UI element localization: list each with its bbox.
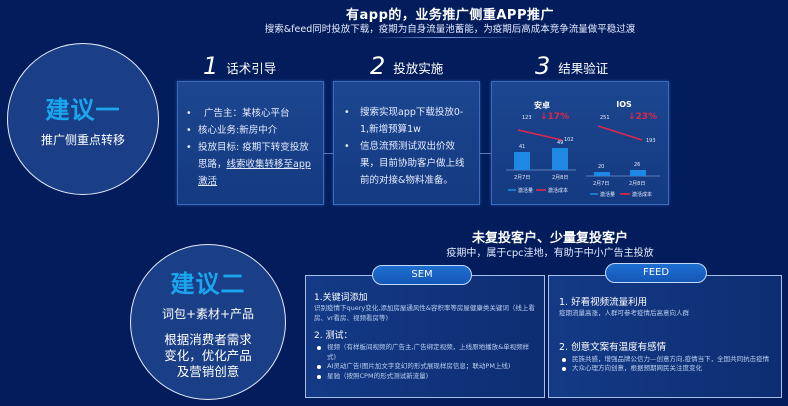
ios-chart-title: IOS bbox=[616, 100, 632, 109]
step-3-number: 3 bbox=[535, 52, 551, 80]
android-date2: 2月8日 bbox=[552, 175, 569, 181]
sem-test-bullet: 视频（有样板间视频的广告主,广告绑定视频，上线原地播放&单视频样式) bbox=[314, 343, 536, 362]
step-1-heading: 1 话术引导 bbox=[203, 52, 277, 80]
sem-test-bullet: AI灵动广告(图片加文字变幻的形式展现样房信息；联动PM上线) bbox=[314, 362, 536, 372]
sem-test-bullet: 星驰（按照CPM的形式测试新流量) bbox=[314, 372, 536, 382]
step-1-bullet: 核心业务:新房中介 bbox=[184, 122, 317, 139]
feed-item-2-title: 2. 创意文案有温度有感情 bbox=[559, 341, 667, 353]
title-divider bbox=[370, 37, 520, 38]
step-2-bullet: 搜索实现app下载投放0-1,新增预算1w bbox=[342, 104, 471, 138]
step-2-label: 投放实施 bbox=[393, 61, 444, 76]
sem-item-1-desc: 识别疫情下query变化,添加房屋通风性&容积率等房屋健康类关键词（线上看房、v… bbox=[314, 304, 535, 322]
step-2-heading: 2 投放实施 bbox=[370, 52, 444, 80]
ios-date2: 2月8日 bbox=[629, 181, 646, 187]
step-2-bullet: 信息流预测试双出价效果，目前协助客户做上线前的对接&物料准备。 bbox=[342, 138, 471, 189]
step-3-label: 结果验证 bbox=[558, 61, 609, 76]
step-1-bullet: 投放目标: 疫期下转变投放思路，线索收集转移至app激活 bbox=[184, 139, 317, 190]
android-cost-drop: ↓17% bbox=[540, 112, 570, 122]
android-cost-end: 102 bbox=[564, 137, 574, 143]
android-chart: 安卓 123 ↓17% 102 41 49 2月7日 2月8日 激活量 激活成本 bbox=[500, 96, 580, 204]
android-bar2-value: 49 bbox=[557, 140, 564, 146]
step-1-label: 话术引导 bbox=[226, 61, 277, 76]
feed-creative-bullet: 民族共感，增强品牌公信力—创意方向,疫情当下，全国共同抗击疫情 bbox=[559, 355, 771, 365]
ios-legend-line: 激活成本 bbox=[632, 192, 653, 198]
feed-item-1-desc: 疫期流量高涨，人群可参考疫情后高意向人群 bbox=[559, 309, 689, 317]
step-connector bbox=[480, 153, 491, 154]
suggestion-two-circle: 建议二 词包+素材+产品 根据消费者需求 变化，优化产品 及营销创意 bbox=[130, 244, 286, 400]
sem-item-2-title: 2. 测试： bbox=[314, 331, 353, 341]
ios-legend-bar: 激活量 bbox=[600, 192, 616, 198]
ios-chart-plot bbox=[586, 125, 660, 195]
ios-cost-start: 251 bbox=[600, 115, 610, 121]
ios-cost-drop: ↓23% bbox=[628, 112, 658, 122]
step-1-bullet: 广告主：某核心平台 bbox=[184, 105, 317, 122]
feed-item-1-title: 1. 好看视频流量利用 bbox=[559, 297, 648, 308]
suggestion-two-body-line: 变化，优化产品 bbox=[164, 348, 252, 363]
underlined-goal-text: 线索收集转移至app激活 bbox=[198, 159, 311, 187]
ios-chart: IOS 251 ↓23% 193 20 26 2月7日 2月8日 激活量 激活成… bbox=[584, 96, 664, 204]
feed-tab: FEED bbox=[605, 263, 707, 283]
sem-tab: SEM bbox=[372, 265, 472, 285]
step-3-heading: 3 结果验证 bbox=[535, 52, 609, 80]
suggestion-one-circle: 建议一 推广侧重点转移 bbox=[7, 43, 159, 195]
android-bar1-value: 41 bbox=[519, 144, 526, 150]
ios-date1: 2月7日 bbox=[593, 181, 610, 187]
step-2-number: 2 bbox=[370, 52, 386, 80]
sem-item-1-title: 1.关键词添加 bbox=[314, 293, 368, 303]
android-legend-line: 激活成本 bbox=[548, 188, 569, 194]
step-connector bbox=[324, 153, 334, 154]
ios-bar1-value: 20 bbox=[598, 164, 605, 170]
sem-box: 1.关键词添加 识别疫情下query变化,添加房屋通风性&容积率等房屋健康类关键… bbox=[305, 275, 545, 398]
suggestion-two-body-line: 及营销创意 bbox=[176, 364, 240, 379]
android-chart-plot bbox=[506, 129, 576, 191]
step-2-panel: 搜索实现app下载投放0-1,新增预算1w 信息流预测试双出价效果，目前协助客户… bbox=[333, 81, 480, 205]
suggestion-two-subtitle: 词包+素材+产品 bbox=[161, 307, 255, 321]
suggestion-two-body-line: 根据消费者需求 bbox=[164, 332, 252, 347]
page-subtitle: 搜索&feed同时投放下载，疫期为自身流量池蓄能，为疫期后高成本竞争流量做平稳过… bbox=[264, 24, 636, 35]
step-1-panel: 广告主：某核心平台 核心业务:新房中介 投放目标: 疫期下转变投放思路，线索收集… bbox=[177, 81, 324, 205]
ios-bar2-value: 26 bbox=[634, 162, 641, 168]
feed-creative-bullet: 大众心理方向创意，根据预期网民关注度变化 bbox=[559, 364, 771, 374]
suggestion-two-title: 建议二 bbox=[170, 271, 246, 298]
ios-cost-end: 193 bbox=[646, 138, 656, 144]
android-chart-title: 安卓 bbox=[534, 101, 550, 110]
step-1-number: 1 bbox=[203, 52, 219, 80]
suggestion-two-body: 根据消费者需求 变化，优化产品 及营销创意 bbox=[164, 332, 252, 380]
suggestion-one-title: 建议一 bbox=[45, 97, 121, 124]
section-2-subtitle: 疫期中，属于cpc洼地，有助于中小广告主投放 bbox=[446, 248, 654, 259]
android-date1: 2月7日 bbox=[514, 175, 531, 181]
feed-box: 1. 好看视频流量利用 疫期流量高涨，人群可参考疫情后高意向人群 2. 创意文案… bbox=[548, 275, 782, 398]
android-cost-start: 123 bbox=[522, 115, 532, 121]
section-2-title: 未复投客户、少量复投客户 bbox=[471, 231, 628, 246]
page-title: 有app的，业务推广侧重APP推广 bbox=[345, 8, 554, 23]
android-legend-bar: 激活量 bbox=[518, 188, 534, 194]
suggestion-one-subtitle: 推广侧重点转移 bbox=[40, 133, 125, 147]
step-3-panel: 安卓 123 ↓17% 102 41 49 2月7日 2月8日 激活量 激活成本… bbox=[491, 81, 669, 205]
